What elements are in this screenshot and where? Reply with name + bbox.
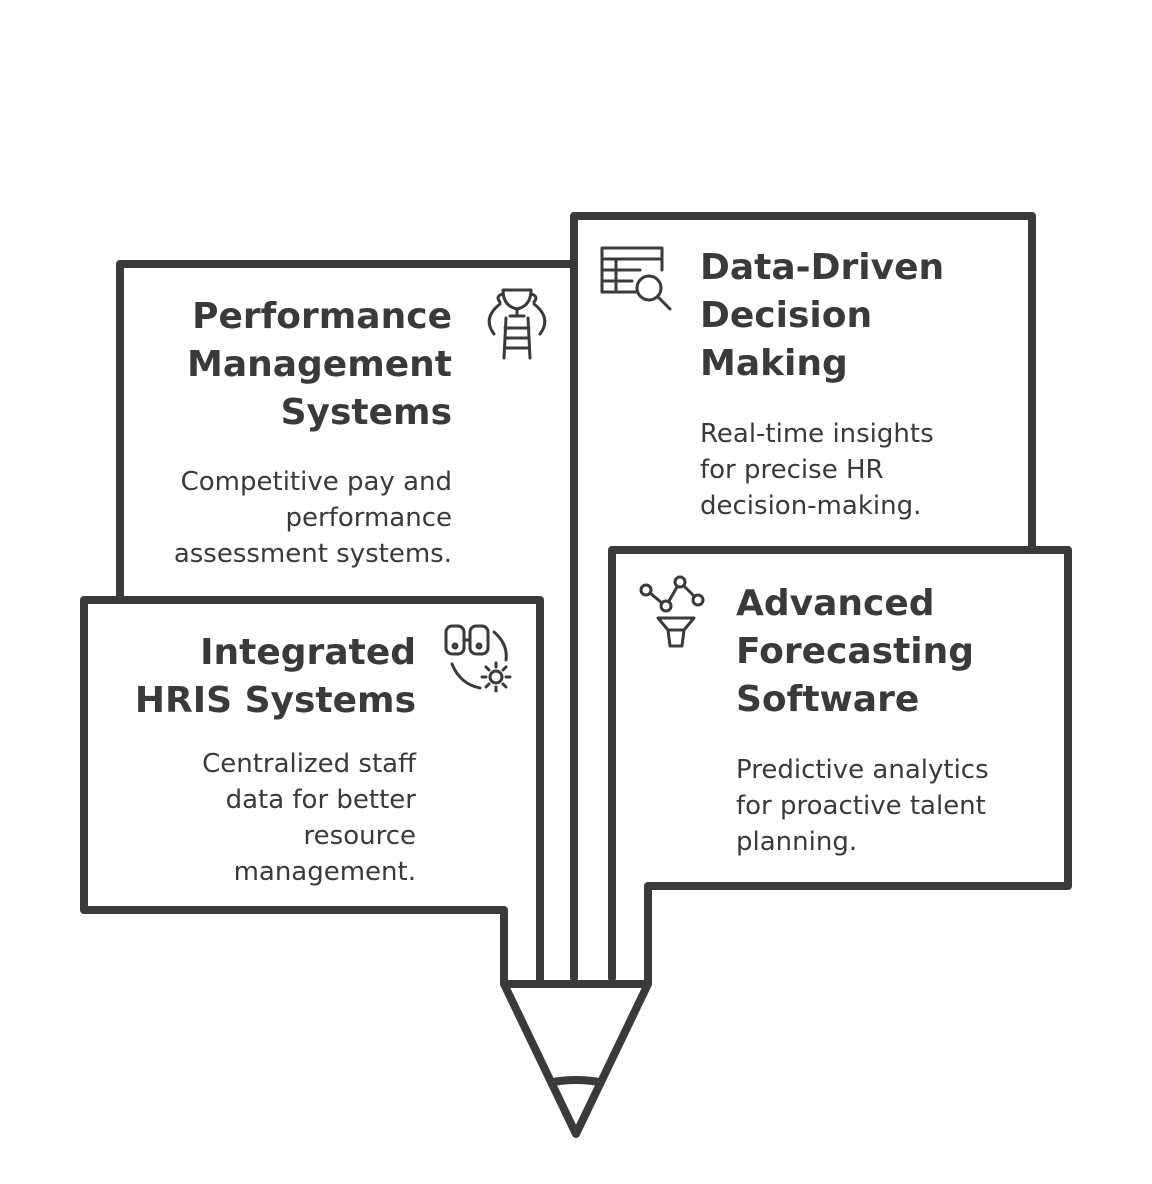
trophy-ladder-icon — [487, 288, 547, 360]
network-funnel-icon — [639, 575, 705, 648]
pencil-tip — [500, 980, 652, 1138]
performance-description: Competitive pay and performance assessme… — [173, 467, 452, 569]
forecasting-title: Advanced Forecasting Software — [736, 583, 975, 720]
data-driven-card-outline — [570, 212, 1036, 982]
forecasting-description: Predictive analytics for proactive talen… — [736, 755, 989, 857]
forecasting-card-outline — [608, 546, 1072, 988]
performance-card-outline — [116, 260, 578, 602]
hris-title: Integrated HRIS Systems — [134, 632, 416, 721]
data-driven-title: Data-Driven Decision Making — [700, 247, 945, 384]
data-driven-description: Real-time insights for precise HR decisi… — [700, 419, 934, 521]
performance-title: Performance Management Systems — [187, 296, 452, 433]
binoculars-gear-icon — [444, 624, 512, 693]
hris-description: Centralized staff data for better resour… — [202, 749, 416, 887]
pencil-lead-line — [549, 1076, 603, 1086]
hris-card-outline — [80, 596, 544, 988]
table-magnifier-icon — [600, 246, 672, 311]
